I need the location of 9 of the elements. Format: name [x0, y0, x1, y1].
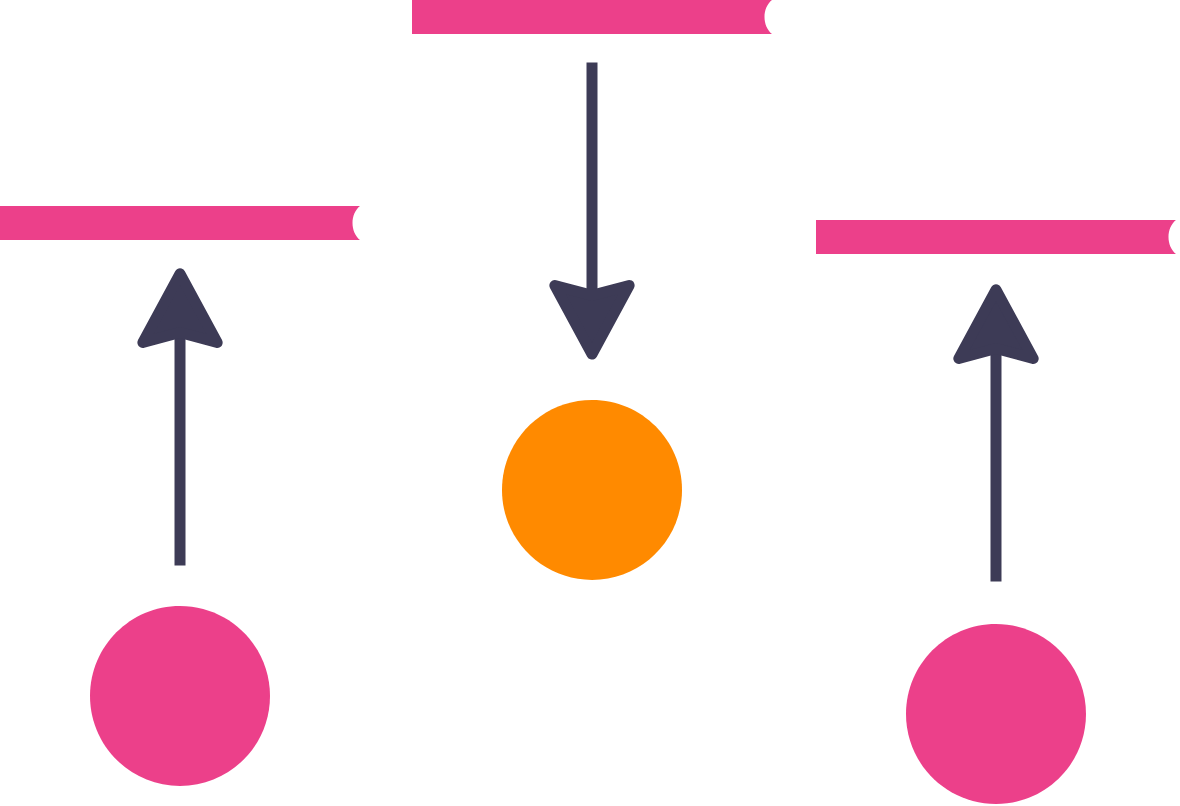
- circle: [90, 605, 270, 786]
- arrow: [549, 62, 635, 360]
- arrow: [137, 268, 223, 566]
- arrow: [953, 284, 1039, 582]
- circle: [502, 400, 682, 580]
- bar: [816, 220, 1176, 254]
- circle: [906, 623, 1086, 804]
- bar: [412, 0, 772, 34]
- bar: [0, 205, 360, 240]
